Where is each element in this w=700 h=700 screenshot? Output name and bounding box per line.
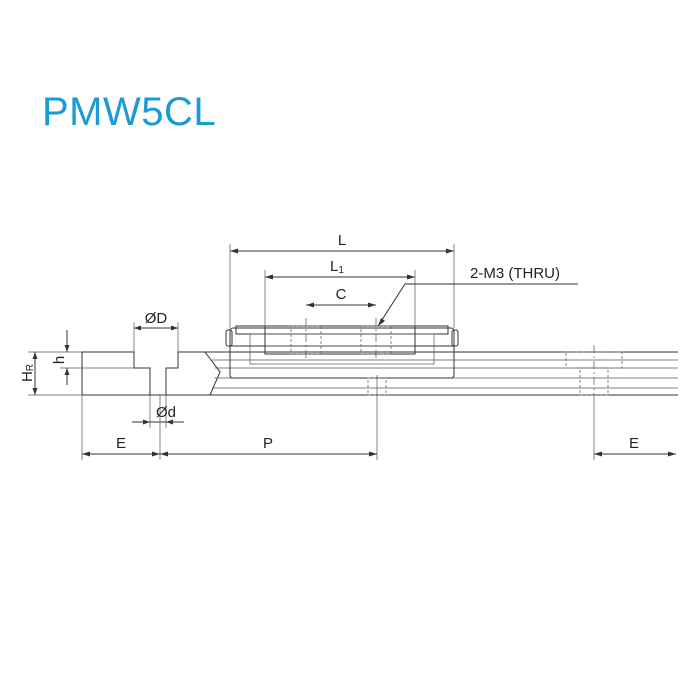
dim-label-E-right: E (629, 435, 639, 452)
dim-label-P: P (263, 435, 273, 452)
dim-label-h: h (51, 356, 68, 364)
dim-label-L1: L (330, 258, 338, 275)
dim-label-bore-D: ØD (145, 310, 168, 327)
thread-callout: 2-M3 (THRU) (470, 265, 560, 282)
dim-label-bore-d: Ød (156, 404, 176, 421)
svg-text:HR: HR (19, 364, 36, 382)
dimensions: L L1 C 2-M3 (THRU) ØD Ød (19, 232, 676, 460)
rail (81, 345, 678, 400)
counterbore-outline (133, 352, 179, 395)
product-title: PMW5CL (42, 90, 217, 134)
rail-section-hatched (81, 351, 151, 396)
dim-label-C: C (336, 286, 347, 303)
dim-label-L: L (338, 232, 346, 249)
dim-label-HR: H (19, 371, 36, 382)
dim-label-E-left: E (116, 435, 126, 452)
rail-section-hatched-right (165, 351, 221, 396)
carriage-block (225, 318, 459, 460)
dim-label-L1-subscript: 1 (338, 265, 344, 276)
svg-text:L1: L1 (330, 258, 344, 276)
dim-label-HR-subscript: R (25, 364, 36, 371)
